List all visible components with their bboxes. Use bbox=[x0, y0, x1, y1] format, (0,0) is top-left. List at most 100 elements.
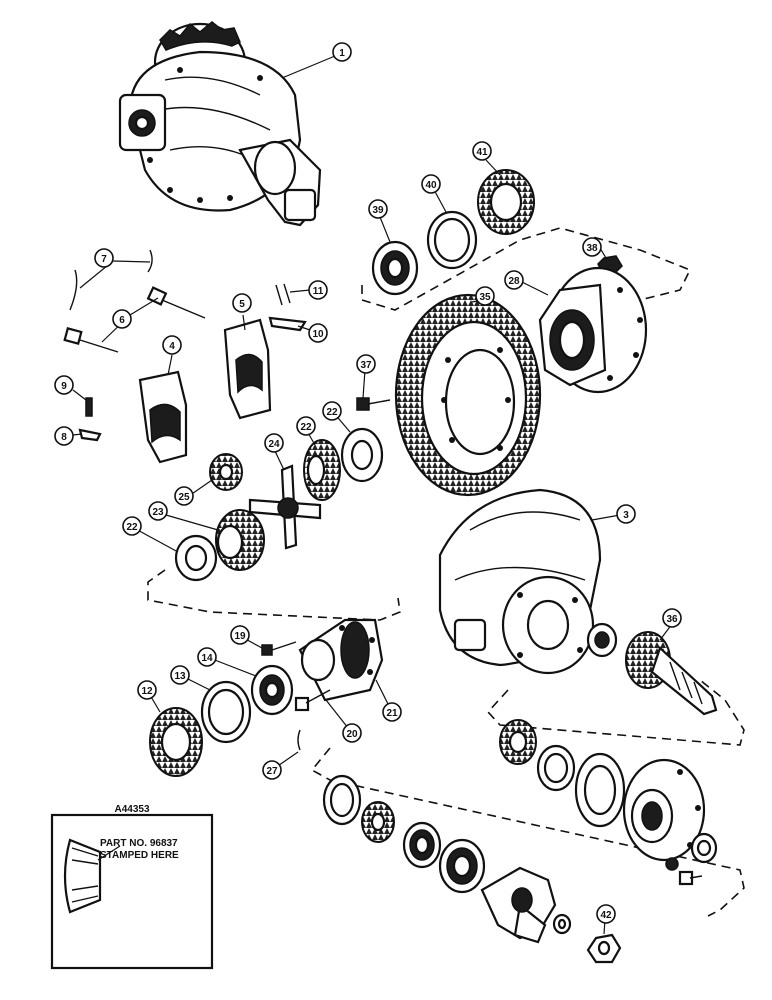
svg-text:8: 8 bbox=[61, 432, 67, 443]
svg-text:9: 9 bbox=[61, 381, 67, 392]
svg-text:22: 22 bbox=[126, 522, 138, 533]
cotter-pin-icon bbox=[78, 283, 307, 442]
svg-text:25: 25 bbox=[178, 492, 190, 503]
bearing-retainer-icon bbox=[622, 758, 706, 862]
carrier-housing-icon bbox=[438, 488, 602, 675]
svg-text:20: 20 bbox=[346, 729, 358, 740]
callout-11: 11 bbox=[308, 280, 328, 300]
callout-13: 13 bbox=[170, 665, 190, 685]
svg-text:36: 36 bbox=[666, 614, 678, 625]
bearing-cup-icon bbox=[536, 744, 576, 792]
callout-3: 3 bbox=[616, 504, 636, 524]
svg-text:22: 22 bbox=[326, 407, 338, 418]
pinion-gear-icon bbox=[303, 439, 341, 501]
callout-1: 1 bbox=[332, 42, 352, 62]
bearing-icon bbox=[371, 240, 419, 296]
svg-text:19: 19 bbox=[234, 631, 246, 642]
inset-line-2: STAMPED HERE bbox=[100, 850, 179, 861]
adjusting-nut-icon bbox=[149, 707, 203, 777]
callout-20: 20 bbox=[342, 723, 362, 743]
thrust-washer-icon bbox=[340, 427, 384, 483]
pilot-bearing-icon bbox=[586, 622, 618, 658]
svg-text:27: 27 bbox=[266, 766, 278, 777]
callout-8: 8 bbox=[54, 426, 74, 446]
lock-wire-icon bbox=[69, 249, 153, 311]
inset-panel bbox=[50, 813, 214, 970]
svg-text:42: 42 bbox=[600, 910, 612, 921]
svg-text:4: 4 bbox=[169, 341, 175, 352]
reference-code: A44353 bbox=[114, 804, 149, 815]
assembly-group-outline bbox=[486, 679, 745, 746]
svg-text:7: 7 bbox=[101, 254, 107, 265]
svg-text:3: 3 bbox=[623, 510, 629, 521]
bearing-cone-icon bbox=[361, 801, 395, 843]
svg-text:13: 13 bbox=[174, 671, 186, 682]
svg-text:35: 35 bbox=[479, 292, 491, 303]
callout-14: 14 bbox=[197, 647, 217, 667]
callout-12: 12 bbox=[137, 680, 157, 700]
tapered-bearing-icon bbox=[250, 664, 294, 716]
drive-pinion-icon bbox=[625, 631, 718, 716]
svg-text:1: 1 bbox=[339, 48, 345, 59]
spacer-icon bbox=[402, 821, 442, 869]
case-bolt-icon bbox=[261, 641, 331, 751]
assembly-group-outline bbox=[310, 747, 745, 917]
svg-text:21: 21 bbox=[386, 708, 398, 719]
bolt-icon bbox=[63, 286, 206, 353]
pinion-nut-icon bbox=[586, 933, 622, 964]
bearing-cup-icon bbox=[200, 680, 252, 744]
callout-5: 5 bbox=[232, 293, 252, 313]
callout-25: 25 bbox=[174, 486, 194, 506]
assembly-group-outline bbox=[147, 569, 401, 621]
callout-10: 10 bbox=[308, 323, 328, 343]
ring-gear-icon bbox=[394, 293, 542, 497]
callout-41: 41 bbox=[472, 141, 492, 161]
differential-assembly-icon bbox=[118, 21, 322, 227]
bearing-cup-icon bbox=[438, 838, 486, 894]
callout-21: 21 bbox=[382, 702, 402, 722]
bearing-cap-icon bbox=[138, 318, 272, 464]
svg-text:39: 39 bbox=[372, 205, 384, 216]
svg-text:37: 37 bbox=[360, 360, 372, 371]
callout-23: 23 bbox=[148, 501, 168, 521]
callout-36: 36 bbox=[662, 608, 682, 628]
inset-line-1: PART NO. 96837 bbox=[100, 838, 178, 849]
callout-24: 24 bbox=[264, 433, 284, 453]
callout-7: 7 bbox=[94, 248, 114, 268]
callout-37: 37 bbox=[356, 354, 376, 374]
callout-38: 38 bbox=[582, 237, 602, 257]
differential-case-icon bbox=[298, 618, 384, 702]
callout-28: 28 bbox=[504, 270, 524, 290]
bearing-cone-icon bbox=[499, 719, 537, 765]
svg-text:5: 5 bbox=[239, 299, 245, 310]
callout-40: 40 bbox=[421, 174, 441, 194]
svg-text:22: 22 bbox=[300, 422, 312, 433]
differential-case-half-icon bbox=[538, 266, 648, 394]
yoke-icon bbox=[480, 866, 557, 944]
svg-text:40: 40 bbox=[425, 180, 437, 191]
spider-cross-icon bbox=[248, 464, 322, 550]
svg-text:12: 12 bbox=[141, 686, 153, 697]
callout-42: 42 bbox=[596, 904, 616, 924]
callout-35: 35 bbox=[475, 286, 495, 306]
oil-seal-icon bbox=[690, 832, 718, 864]
bearing-cup-icon bbox=[322, 774, 362, 826]
callout-22: 22 bbox=[122, 516, 142, 536]
callout-4: 4 bbox=[162, 335, 182, 355]
callout-9: 9 bbox=[54, 375, 74, 395]
callout-19: 19 bbox=[230, 625, 250, 645]
callout-39: 39 bbox=[368, 199, 388, 219]
callout-22: 22 bbox=[322, 401, 342, 421]
retainer-bolt-icon bbox=[665, 857, 703, 886]
callout-27: 27 bbox=[262, 760, 282, 780]
svg-text:41: 41 bbox=[476, 147, 488, 158]
callout-22: 22 bbox=[296, 416, 316, 436]
svg-text:6: 6 bbox=[119, 315, 125, 326]
gasket-icon bbox=[574, 752, 626, 828]
callout-6: 6 bbox=[112, 309, 132, 329]
ring-gear-bolt-icon bbox=[356, 397, 391, 411]
side-gear-icon bbox=[215, 509, 265, 571]
svg-text:23: 23 bbox=[152, 507, 164, 518]
bearing-cup-icon bbox=[426, 210, 478, 270]
